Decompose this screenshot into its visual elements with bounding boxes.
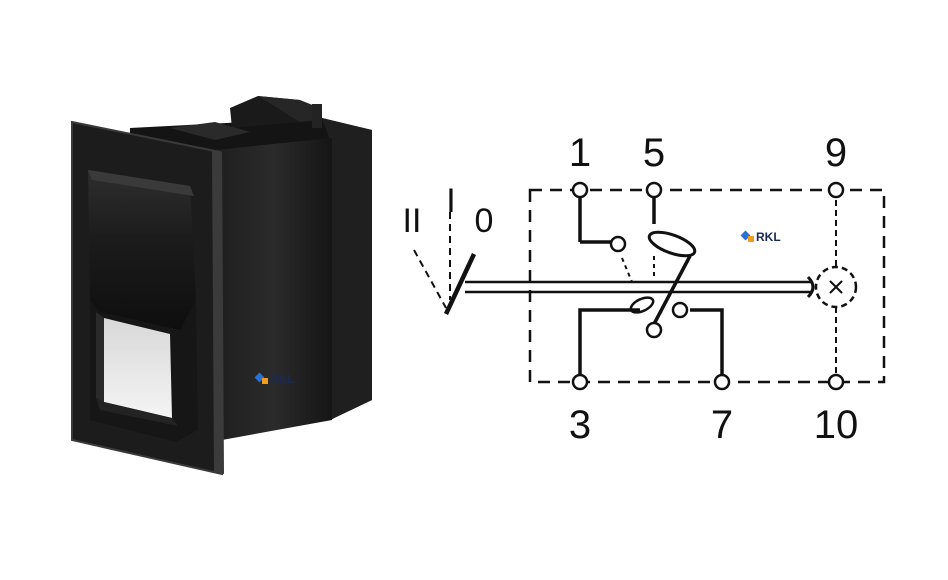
lever-position-0 [443,253,477,315]
terminal-label-3: 3 [569,403,591,447]
lever-position-ii [413,249,447,309]
contact-point [671,301,689,319]
watermark-text: RKL [756,230,781,244]
terminal-7-point [713,373,731,391]
terminal-1-point [571,181,589,199]
terminal-label-10: 10 [814,403,859,447]
watermark-logo: RKL [740,230,781,244]
position-label-ii: II [403,202,422,240]
contact-point [609,235,627,253]
contact-point [645,321,663,339]
circuit-diagram [413,188,886,384]
switch-enclosure [528,188,886,384]
terminal-label-1: 1 [569,131,591,175]
position-label-0: 0 [475,202,494,240]
terminal-9-point [827,181,845,199]
rocker-switch-photo [71,96,372,476]
watermark-text: RKL [270,372,295,386]
terminal-points [571,181,845,391]
terminal-5-point [645,181,663,199]
position-label-i: I [446,182,455,220]
terminal-label-5: 5 [643,131,665,175]
indicator-window [104,318,172,418]
terminal-10-point [827,373,845,391]
terminal-label-9: 9 [825,131,847,175]
terminal-label-7: 7 [711,403,733,447]
terminal-3-point [571,373,589,391]
